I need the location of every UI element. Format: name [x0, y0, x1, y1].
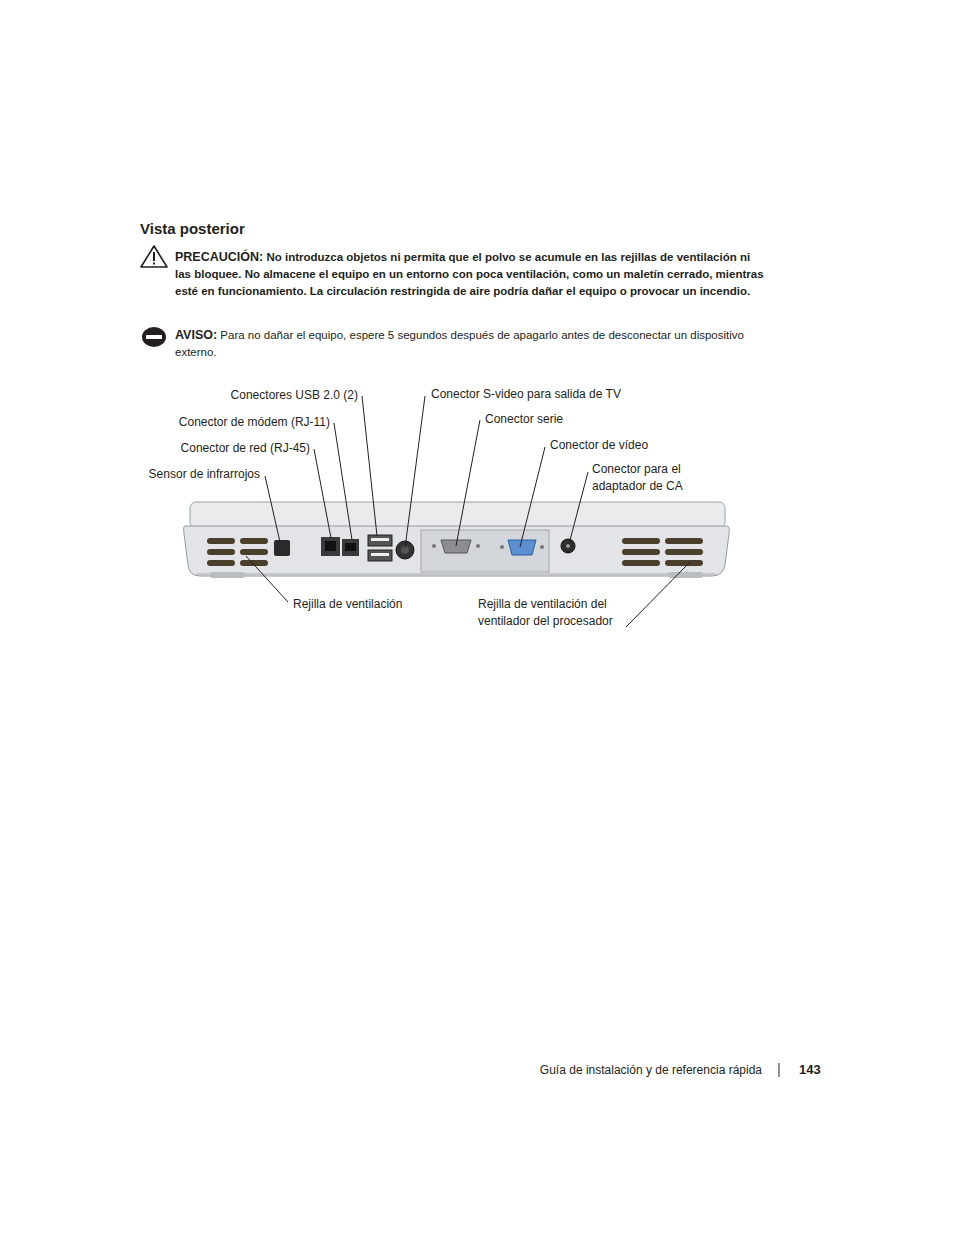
callout-label: Conector para el adaptador de CA [592, 461, 702, 495]
section-title: Vista posterior [140, 220, 245, 238]
leader-lines [246, 396, 690, 627]
base-housing [184, 526, 730, 576]
callout-label: Conector de red (RJ-45) [181, 440, 310, 457]
caution-icon [141, 246, 167, 267]
svideo-port [396, 541, 414, 559]
callout-label: Conectores USB 2.0 (2) [231, 387, 358, 404]
callout-label: Conector de vídeo [550, 437, 648, 454]
rj45-port [321, 537, 340, 556]
ac-port [561, 539, 575, 553]
callout-label: Conector de módem (RJ-11) [179, 414, 330, 431]
footer-text: Guía de instalación y de referencia rápi… [540, 1062, 762, 1079]
callout-label: Conector S-video para salida de TV [431, 386, 621, 403]
caution-note: PRECAUCIÓN: No introduzca objetos ni per… [175, 249, 765, 300]
ir-sensor [274, 540, 290, 556]
notice-text: Para no dañar el equipo, espere 5 segund… [175, 329, 744, 358]
callout-label: Rejilla de ventilación [293, 596, 402, 613]
callout-label: Rejilla de ventilación del ventilador de… [478, 596, 628, 630]
foot [668, 572, 703, 578]
usb-port [368, 550, 392, 561]
port-panel [421, 530, 549, 572]
notice-icon [141, 326, 167, 348]
notice-note: AVISO: Para no dañar el equipo, espere 5… [175, 327, 765, 361]
usb-port [368, 535, 392, 546]
caution-heading: PRECAUCIÓN: [175, 250, 263, 264]
footer-rule [779, 1063, 780, 1077]
vga-port [508, 540, 536, 555]
notice-heading: AVISO: [175, 328, 217, 342]
rj11-port [342, 539, 359, 556]
callout-label: Sensor de infrarrojos [149, 466, 260, 483]
callout-label: Conector serie [485, 411, 563, 428]
foot [210, 572, 245, 578]
lid-back [190, 502, 725, 528]
vent-left [207, 538, 268, 566]
page-number: 143 [799, 1061, 821, 1078]
caution-text: No introduzca objetos ni permita que el … [175, 251, 764, 297]
vent-right [622, 538, 703, 566]
serial-port [441, 540, 471, 553]
